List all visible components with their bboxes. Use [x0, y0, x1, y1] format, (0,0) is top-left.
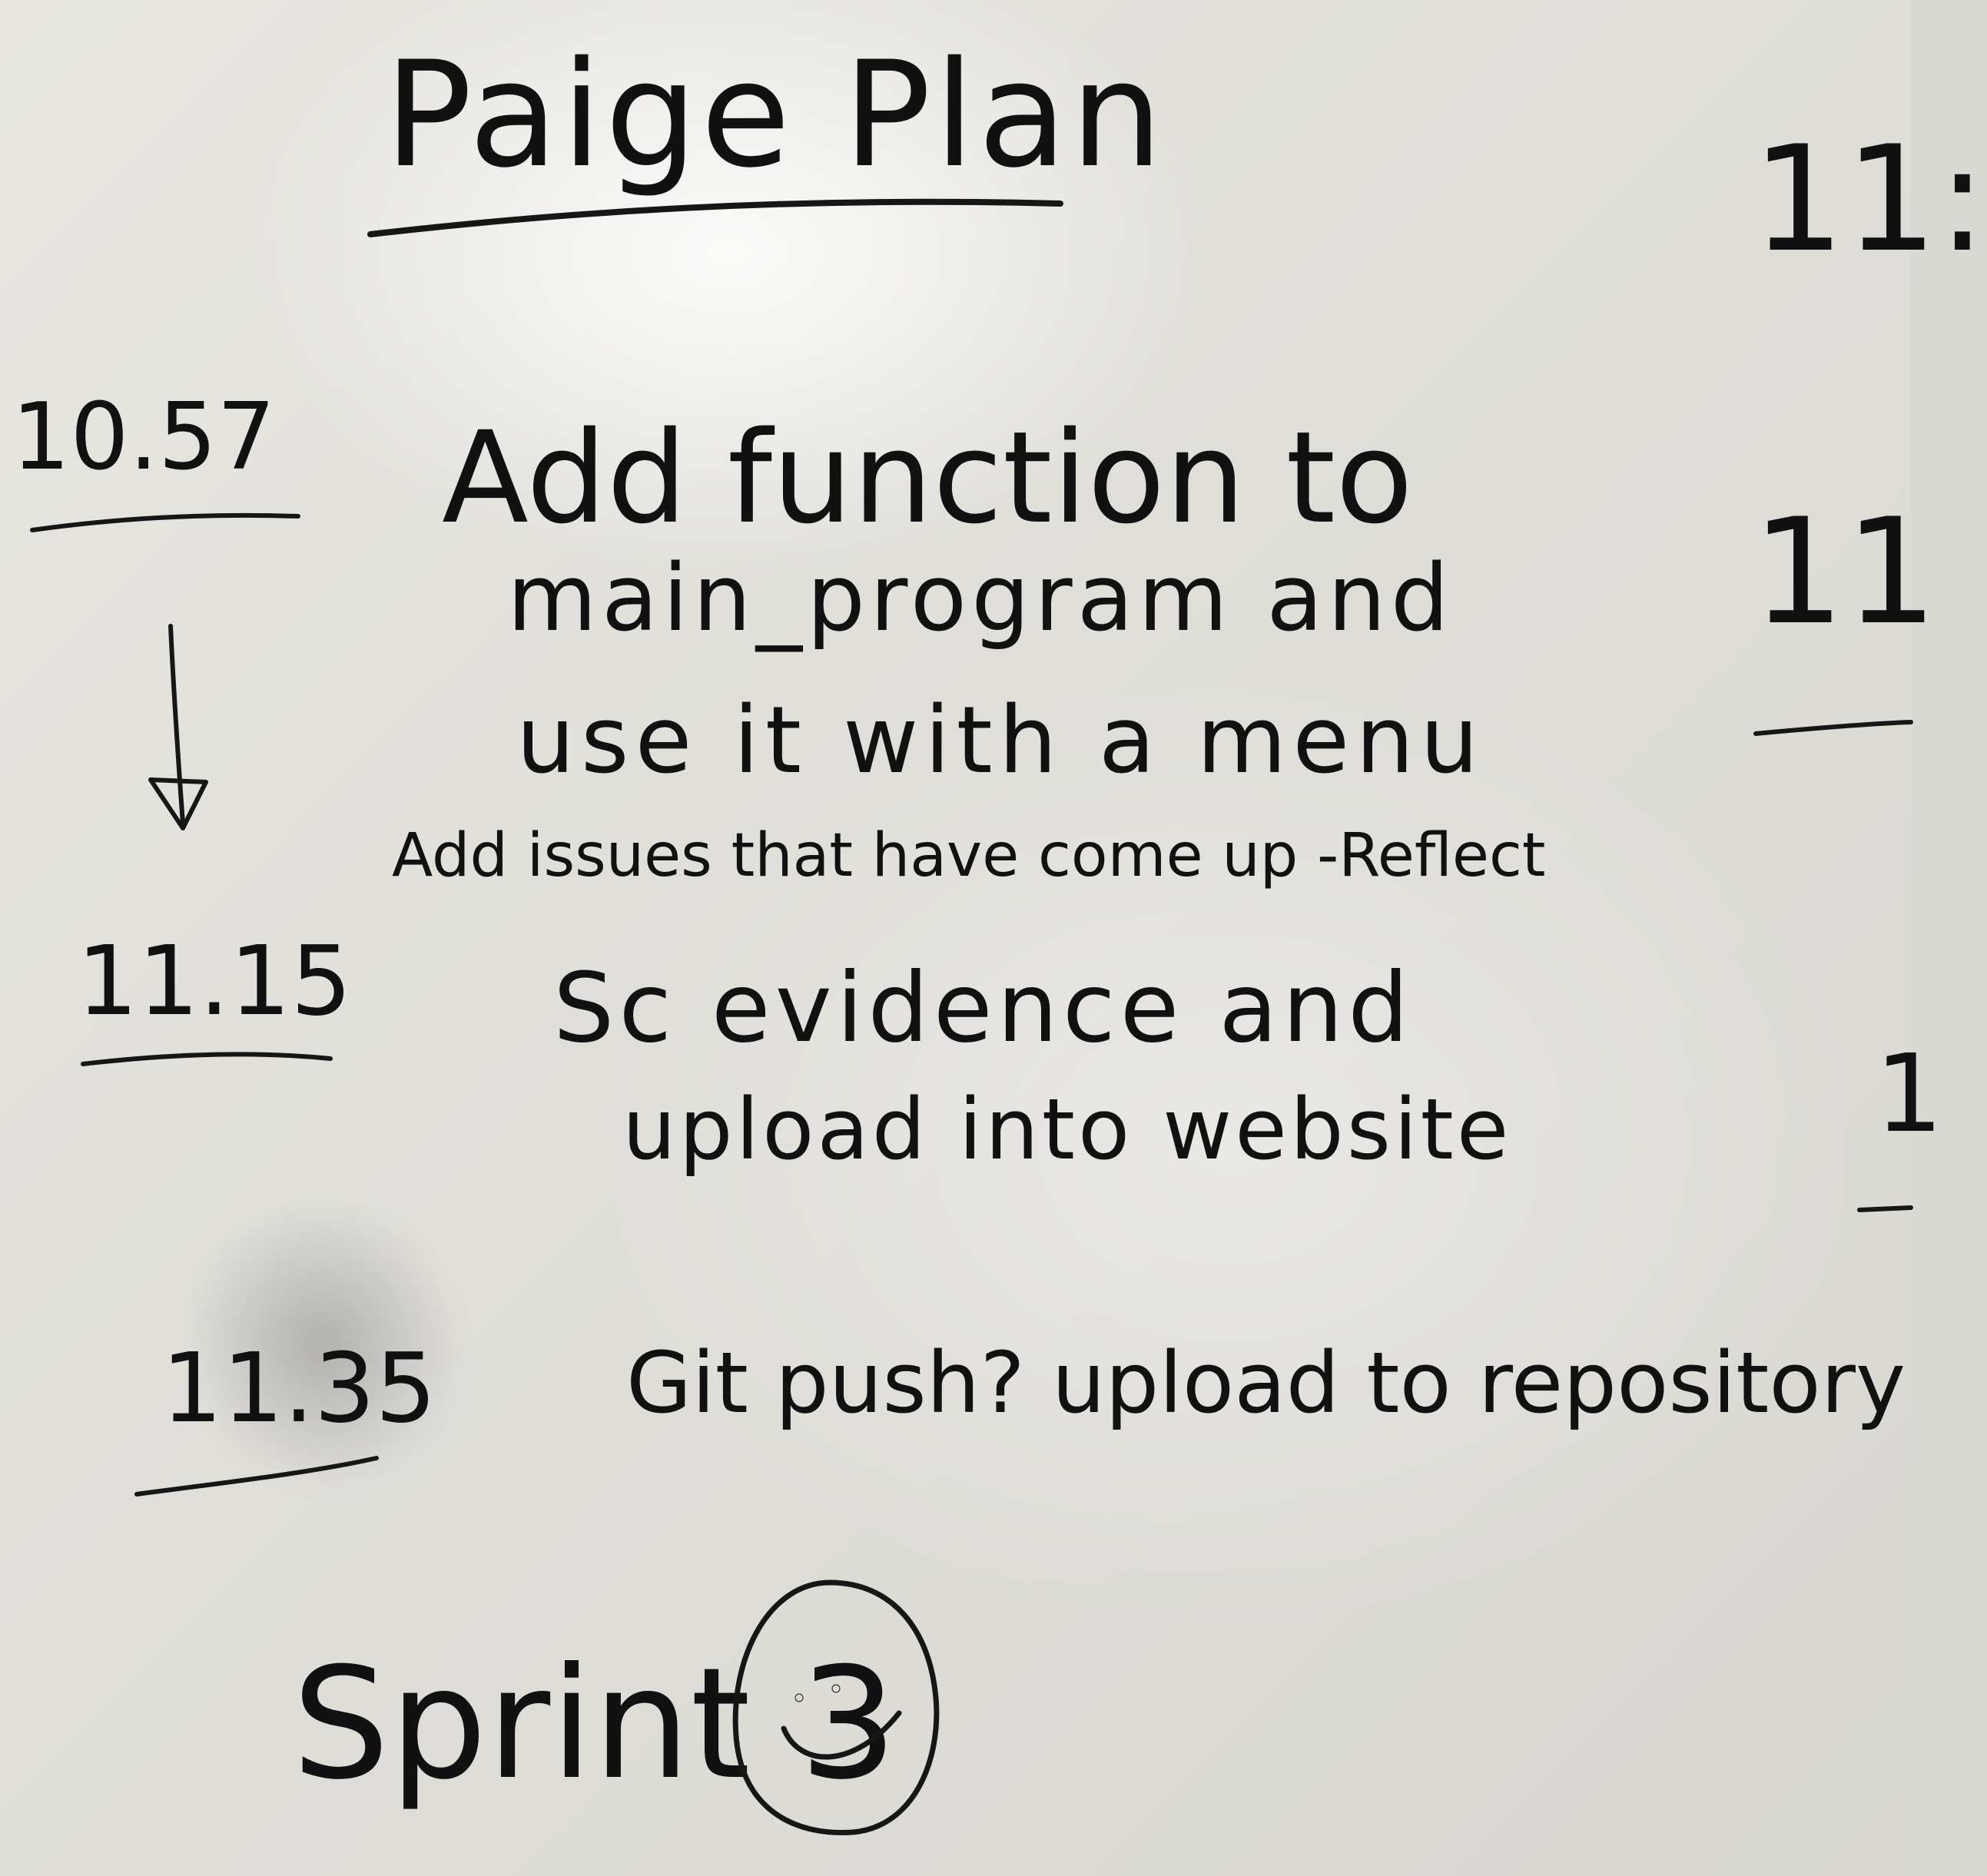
smiley-face-icon — [732, 1579, 940, 1836]
edge-mark-lower: 1 — [1875, 1032, 1944, 1157]
task-line-6: upload into website — [622, 1080, 1512, 1178]
time-underline-1 — [30, 512, 300, 532]
time-label-3: 11.35 — [161, 1333, 436, 1444]
ink-marks — [30, 198, 1913, 1836]
edge-underline-1 — [1753, 720, 1913, 736]
sprint-label: Sprint 3 — [292, 1635, 897, 1814]
edge-mark-top: 11: — [1752, 114, 1987, 284]
task-line-5: Sc evidence and — [553, 953, 1414, 1064]
title-underline — [367, 198, 1063, 237]
down-arrow-icon — [148, 624, 208, 830]
time-underline-3 — [134, 1456, 379, 1496]
task-line-1: Add function to — [442, 404, 1414, 552]
task-line-2: main_program and — [507, 545, 1454, 652]
board-title: Paige Plan — [384, 30, 1166, 200]
time-label-1: 10.57 — [12, 384, 276, 491]
time-underline-2 — [81, 1052, 333, 1066]
time-label-2: 11.15 — [77, 926, 352, 1037]
edge-underline-2 — [1857, 1205, 1913, 1212]
edge-mark-middle: 11 — [1752, 487, 1938, 657]
task-line-4: Add issues that have come up -Reflect — [392, 821, 1546, 890]
task-line-7: Git push? upload to repository — [626, 1334, 1906, 1432]
task-line-3: use it with a menu — [516, 688, 1485, 794]
